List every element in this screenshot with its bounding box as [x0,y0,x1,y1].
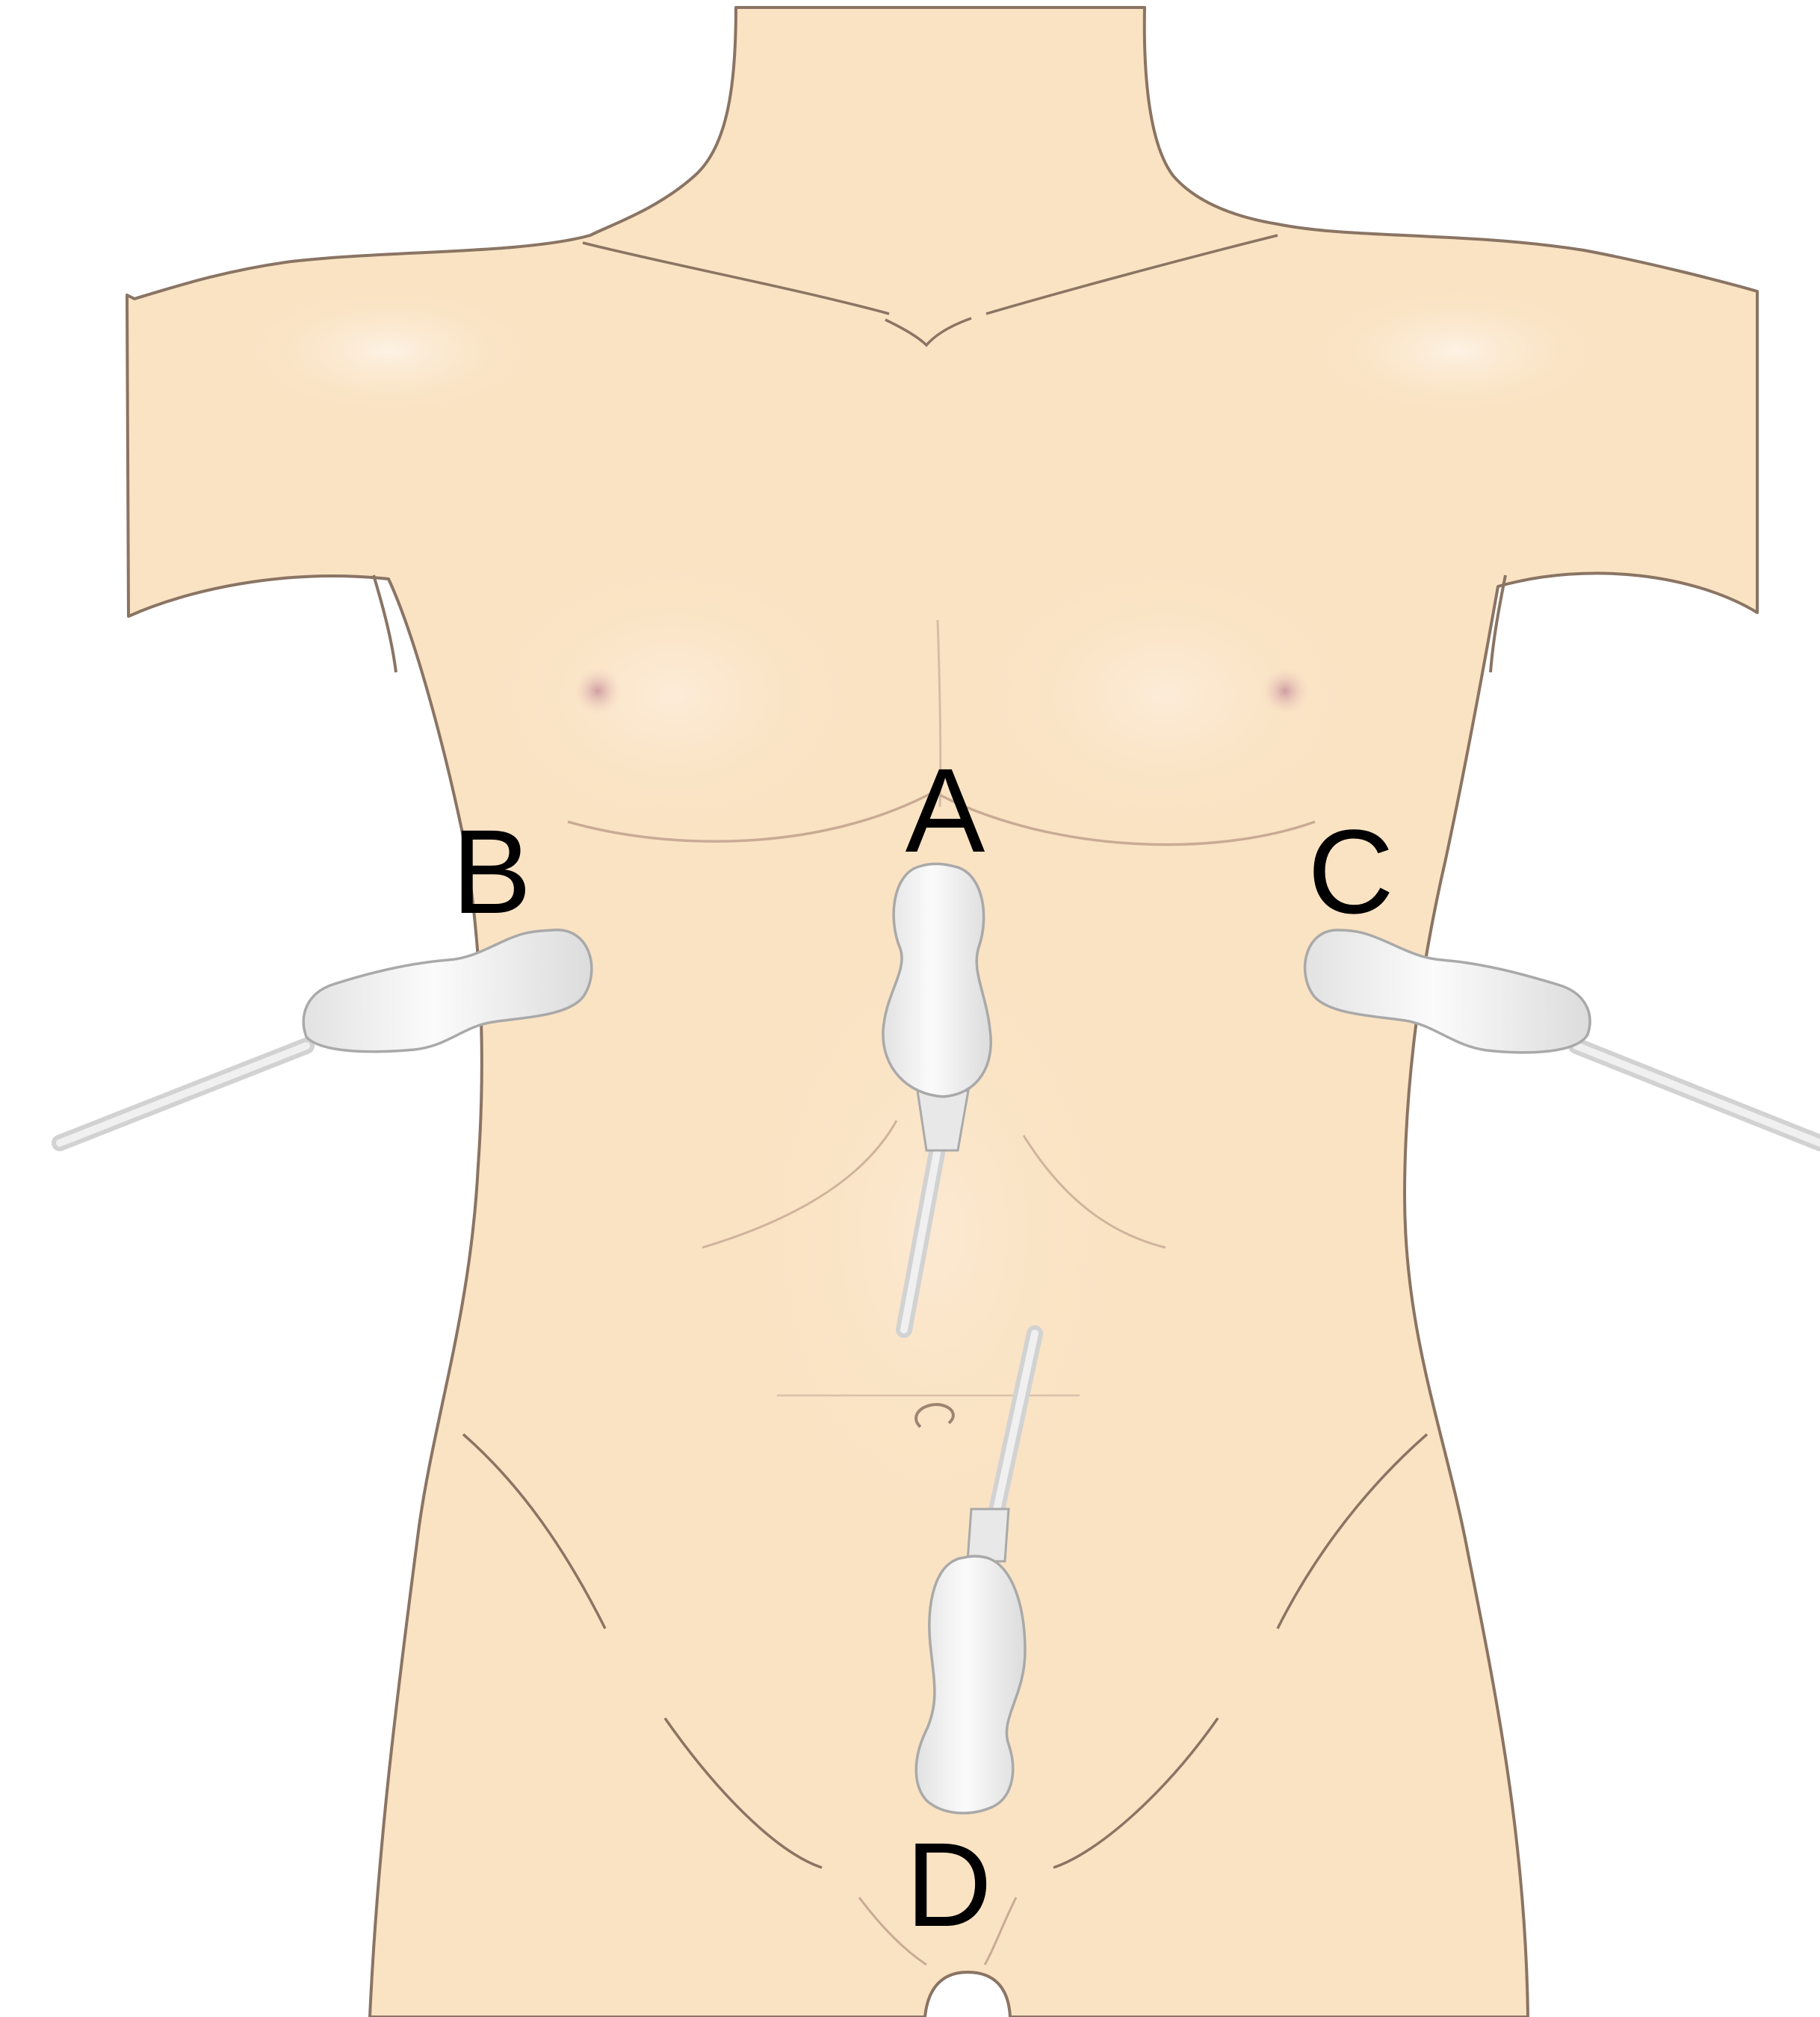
right-nipple [574,667,622,715]
probe-d-neck [968,1509,1009,1561]
right-shoulder-highlight [239,284,538,418]
label-a: A [906,743,985,877]
probe-b-cable-core [60,1046,306,1143]
label-c: C [1307,805,1394,938]
label-d: D [906,1818,992,1951]
probe-c-cable-core [1576,1046,1820,1143]
label-b: B [452,805,532,938]
left-shoulder-highlight [1307,284,1606,418]
ultrasound-probe-icon [883,864,991,1097]
left-nipple [1261,667,1309,715]
right-pectoral-highlight [478,553,867,837]
